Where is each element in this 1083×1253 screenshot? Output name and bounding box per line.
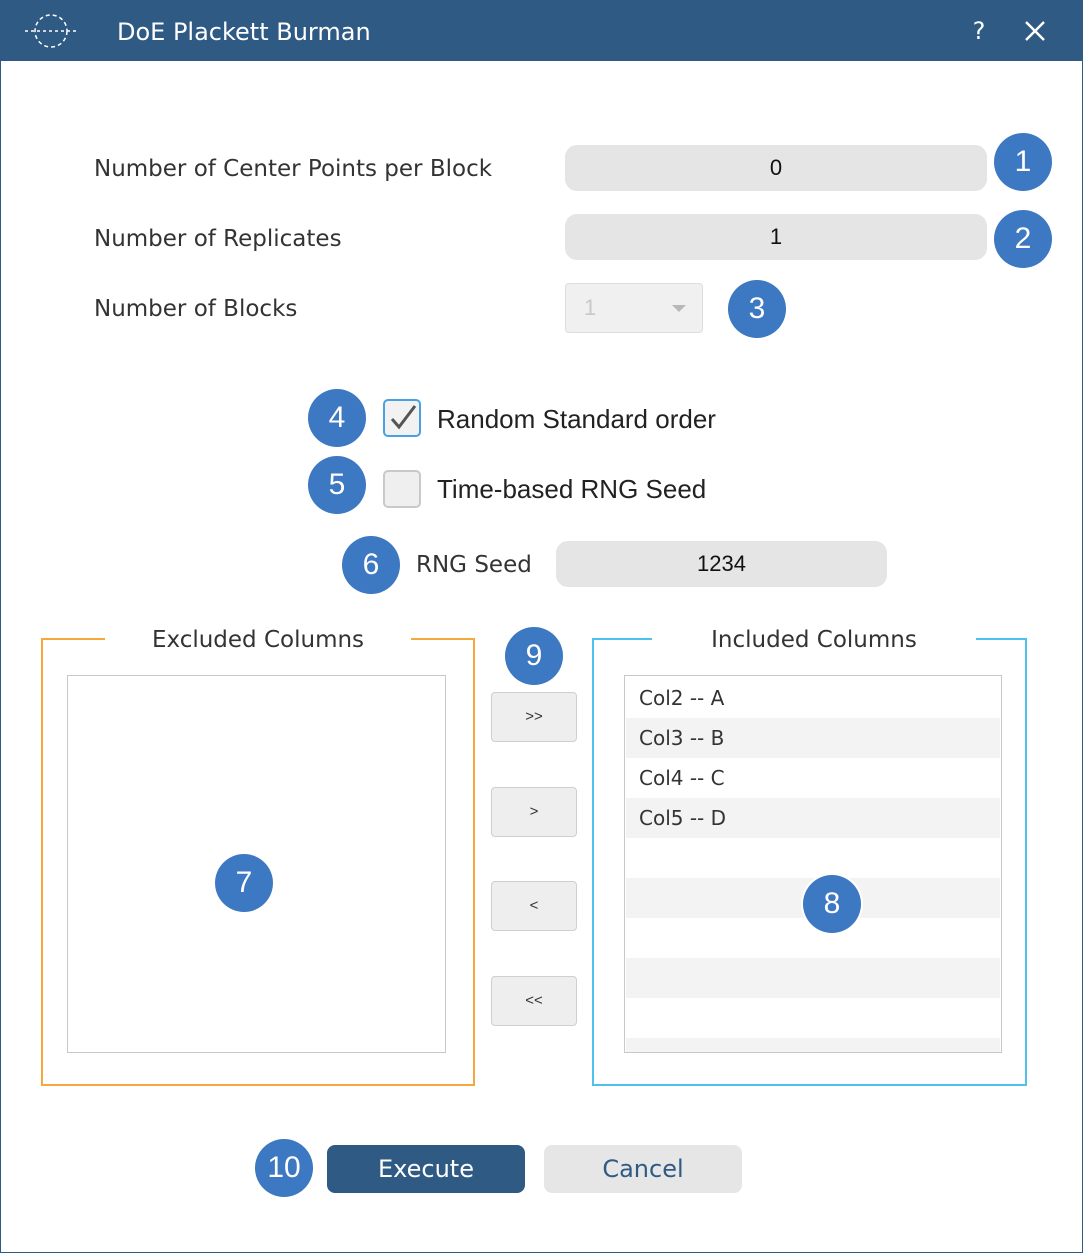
time-seed-checkbox[interactable] <box>383 470 421 508</box>
list-row-empty <box>626 958 1000 998</box>
list-row-empty <box>626 1038 1000 1052</box>
callout-badge-2: 2 <box>994 210 1052 268</box>
chevron-down-icon <box>672 305 686 312</box>
blocks-label: Number of Blocks <box>94 296 298 322</box>
remove-selected-button[interactable]: < <box>491 881 577 931</box>
cancel-button[interactable]: Cancel <box>544 1145 742 1193</box>
callout-badge-9: 9 <box>505 627 563 685</box>
callout-badge-5: 5 <box>308 456 366 514</box>
callout-badge-3: 3 <box>728 280 786 338</box>
checkmark-icon <box>390 405 417 430</box>
callout-badge-1: 1 <box>994 133 1052 191</box>
callout-badge-4: 4 <box>308 389 366 447</box>
list-row-empty <box>626 838 1000 878</box>
center-points-label: Number of Center Points per Block <box>94 156 493 182</box>
excluded-columns-title: Excluded Columns <box>105 625 411 655</box>
remove-all-button[interactable]: << <box>491 976 577 1026</box>
blocks-dropdown[interactable]: 1 <box>565 283 703 333</box>
replicates-label: Number of Replicates <box>94 226 342 252</box>
close-icon[interactable] <box>1019 15 1051 47</box>
list-item-col3[interactable]: Col3 -- B <box>626 718 1000 758</box>
list-row-empty <box>626 998 1000 1038</box>
center-points-field[interactable]: 0 <box>565 145 987 191</box>
blocks-dropdown-value: 1 <box>584 295 597 320</box>
execute-button[interactable]: Execute <box>327 1145 525 1193</box>
included-columns-list[interactable]: Col2 -- A Col3 -- B Col4 -- C Col5 -- D <box>624 675 1002 1053</box>
random-order-checkbox[interactable] <box>383 399 421 437</box>
orbit-logo-icon <box>25 14 77 48</box>
add-selected-button[interactable]: > <box>491 787 577 837</box>
callout-badge-8: 8 <box>803 875 861 933</box>
rng-seed-field[interactable]: 1234 <box>556 541 887 587</box>
help-button[interactable]: ? <box>972 17 986 45</box>
list-item-col5[interactable]: Col5 -- D <box>626 798 1000 838</box>
time-seed-label: Time-based RNG Seed <box>437 474 707 504</box>
callout-badge-6: 6 <box>342 536 400 594</box>
replicates-field[interactable]: 1 <box>565 214 987 260</box>
included-columns-title: Included Columns <box>652 625 976 655</box>
callout-badge-7: 7 <box>215 854 273 912</box>
list-item-col4[interactable]: Col4 -- C <box>639 766 725 790</box>
add-all-button[interactable]: >> <box>491 692 577 742</box>
callout-badge-10: 10 <box>255 1139 313 1197</box>
list-item-col2[interactable]: Col2 -- A <box>639 686 725 710</box>
rng-seed-label: RNG Seed <box>416 552 532 578</box>
title-bar: DoE Plackett Burman ? <box>1 1 1082 61</box>
random-order-label: Random Standard order <box>437 404 716 434</box>
window-title: DoE Plackett Burman <box>117 18 371 46</box>
